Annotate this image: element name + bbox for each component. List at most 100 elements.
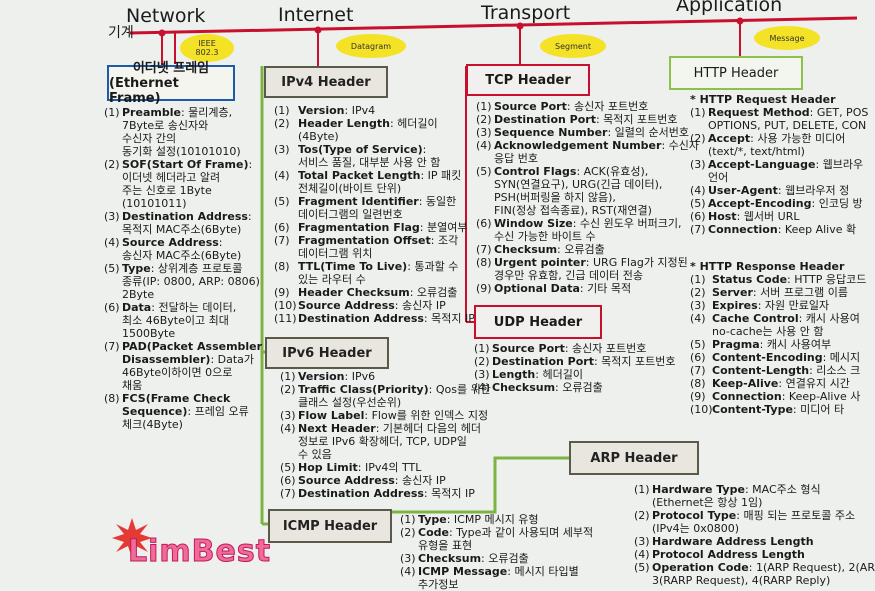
item-number: (3) xyxy=(474,368,490,381)
item-value: : 웹브라우저 정 xyxy=(777,184,850,197)
item-number: (1) xyxy=(690,106,706,119)
item-number: (4) xyxy=(634,548,650,561)
list-item: (Ethernet은 항상 1임) xyxy=(634,496,875,509)
item-key: Request Method xyxy=(708,106,810,119)
item-key: Preamble xyxy=(122,106,181,119)
item-value: : Data가 xyxy=(210,353,255,366)
item-value: : 목적지 포트번호 xyxy=(595,113,678,126)
list-item: 수신자 간의 xyxy=(104,132,262,145)
list-item: (7)Connection: Keep Alive 확 xyxy=(690,223,868,236)
item-key: Flow Label xyxy=(298,409,365,422)
list-item: (4)Total Packet Length: IP 패킷 xyxy=(274,169,475,182)
list-item: 추가정보 xyxy=(400,578,593,591)
item-key: Operation Code xyxy=(652,561,749,574)
item-value: : 일렬의 순서번호 xyxy=(607,126,689,139)
list-item: 데이터그램 위치 xyxy=(274,247,475,260)
item-value: : ACK(유효성), xyxy=(576,165,649,178)
item-value: 추가정보 xyxy=(418,578,459,591)
tcp-fields: (1)Source Port: 송신자 포트번호(2)Destination P… xyxy=(476,100,699,295)
item-value: 데이터그램의 일련번호 xyxy=(298,208,403,221)
item-number: (2) xyxy=(474,355,490,368)
ipv6-fields: (1)Version: IPv6(2)Traffic Class(Priorit… xyxy=(280,370,491,500)
item-key: FCS(Frame Check xyxy=(122,392,231,405)
item-key: Protocol Address Length xyxy=(652,548,805,561)
list-item: (2)Destination Port: 목적지 포트번호 xyxy=(476,113,699,126)
item-number: (9) xyxy=(476,282,492,295)
list-item: (10)Content-Type: 미디어 타 xyxy=(690,403,866,416)
item-key: Destination Address xyxy=(298,312,424,325)
item-value: 정보로 IPv6 확장헤더, TCP, UDP일 xyxy=(298,435,467,448)
item-number: (7) xyxy=(104,340,120,353)
list-item: (1)Preamble: 물리계층, xyxy=(104,106,262,119)
item-key: Protocol Type xyxy=(652,509,737,522)
item-value: 동기화 설정(10101010) xyxy=(122,145,241,158)
item-value: (4Byte) xyxy=(298,130,339,143)
list-item: (8)Keep-Alive: 연결유지 시간 xyxy=(690,377,866,390)
ethernet-subtitle: (Ethernet Frame) xyxy=(109,75,179,106)
item-value: : 사용 가능한 미디어 xyxy=(750,132,846,145)
list-item: (3)Length: 헤더길이 xyxy=(474,368,676,381)
item-key: Sequence Number xyxy=(494,126,608,139)
item-key: Status Code xyxy=(712,273,788,286)
item-number: (8) xyxy=(690,377,706,390)
item-value: : 송신자 IP xyxy=(394,474,446,487)
item-value: : 리소스 크 xyxy=(809,364,861,377)
list-item: 전체길이(바이트 단위) xyxy=(274,182,475,195)
list-item: (3)Hardware Address Length xyxy=(634,535,875,548)
list-item: (5)Fragment Identifier: 동일한 xyxy=(274,195,475,208)
list-item: 종류(IP: 0800, ARP: 0806) xyxy=(104,275,262,288)
item-value: : xyxy=(248,158,253,171)
item-value: : Flow를 위한 인덱스 지정 xyxy=(364,409,489,422)
item-key: Source Address xyxy=(122,236,219,249)
list-item: 3(RARP Request), 4(RARP Reply) xyxy=(634,574,875,587)
list-item: 주는 신호로 1Byte xyxy=(104,184,262,197)
item-value: : Qos를 위한 xyxy=(428,383,491,396)
item-value: 체크(4Byte) xyxy=(122,418,183,431)
list-item: (11)Destination Address: 목적지 IP xyxy=(274,312,475,325)
list-item: (5)Hop Limit: IPv4의 TTL xyxy=(280,461,491,474)
item-number: (6) xyxy=(690,210,706,223)
list-item: Disassembler): Data가 xyxy=(104,353,262,366)
item-value: 유형을 표현 xyxy=(418,539,473,552)
item-key: Server xyxy=(712,286,753,299)
item-key: PAD(Packet Assembler xyxy=(122,340,263,353)
list-item: (4)Source Address: xyxy=(104,236,262,249)
item-value: : xyxy=(218,236,223,249)
list-item: 클래스 설정(우선순위) xyxy=(280,396,491,409)
item-number: (3) xyxy=(690,299,706,312)
item-value: PSH(버퍼링을 하지 않음), xyxy=(494,191,616,204)
layer-axis-line xyxy=(129,16,858,35)
list-item: (7)Destination Address: 목적지 IP xyxy=(280,487,491,500)
item-value: 클래스 설정(우선순위) xyxy=(298,396,402,409)
item-value: : 분열여부 xyxy=(419,221,468,234)
list-item: 동기화 설정(10101010) xyxy=(104,145,262,158)
connector-lines xyxy=(129,16,858,526)
item-number: (4) xyxy=(690,184,706,197)
item-number: (3) xyxy=(280,409,296,422)
item-number: (7) xyxy=(690,223,706,236)
item-number: (5) xyxy=(690,338,706,351)
list-item: OPTIONS, PUT, DELETE, CON xyxy=(690,119,868,132)
layer-internet: Internet xyxy=(278,4,354,26)
item-number: (10) xyxy=(690,403,713,416)
list-item: (5)Type: 상위계층 프로토콜 xyxy=(104,262,262,275)
udp-fields: (1)Source Port: 송신자 포트번호(2)Destination P… xyxy=(474,342,676,394)
item-value: 주는 신호로 1Byte xyxy=(122,184,212,197)
item-number: (1) xyxy=(280,370,296,383)
item-key: Content-Encoding xyxy=(712,351,823,364)
list-item: PSH(버퍼링을 하지 않음), xyxy=(476,191,699,204)
list-item: (1)Version: IPv4 xyxy=(274,104,475,117)
item-value: : 캐시 사용여부 xyxy=(759,338,832,351)
item-value: 목적지 MAC주소(6Byte) xyxy=(122,223,242,236)
item-number: (8) xyxy=(476,256,492,269)
list-item: (2)Accept: 사용 가능한 미디어 xyxy=(690,132,868,145)
list-item: (3)Destination Address: xyxy=(104,210,262,223)
item-value: 송신자 MAC주소(6Byte) xyxy=(122,249,242,262)
list-item: 이더넷 헤더라고 알려 xyxy=(104,171,262,184)
list-item: (6)Window Size: 수신 윈도우 버퍼크기, xyxy=(476,217,699,230)
list-item: (9)Connection: Keep-Alive 사 xyxy=(690,390,866,403)
list-item: (3)Checksum: 오류검출 xyxy=(400,552,593,565)
item-value: (IPv4는 0x0800) xyxy=(652,522,740,535)
logo-burst-icon xyxy=(112,518,152,558)
bubble-ieee: IEEE 802.3 xyxy=(180,34,234,62)
